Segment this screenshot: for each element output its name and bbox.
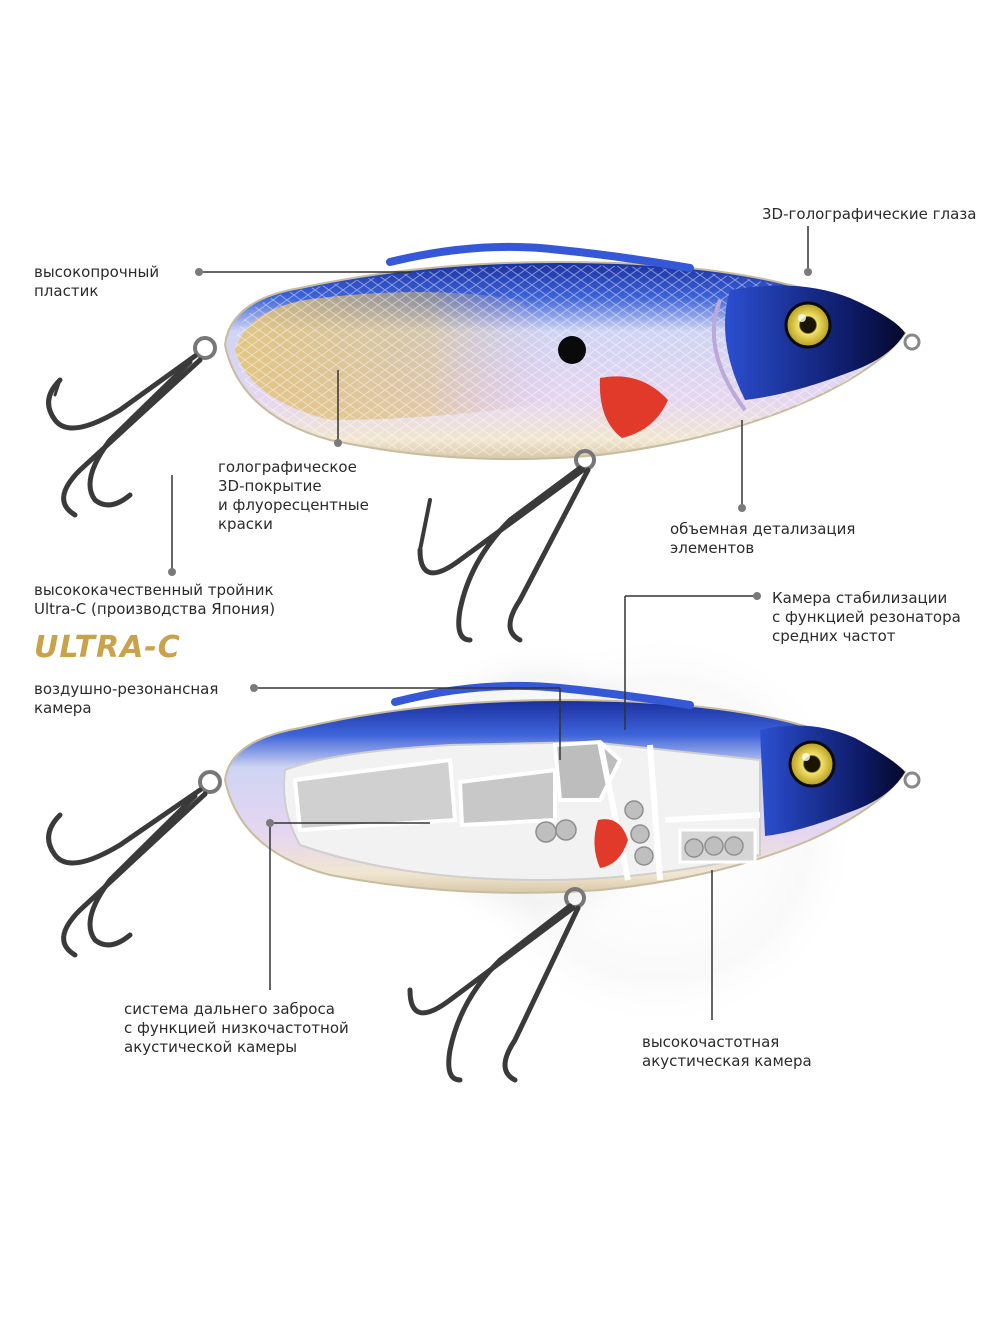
label-casting: система дальнего заброса с функцией низк… xyxy=(124,1000,349,1056)
label-plastic: высокопрочный пластик xyxy=(34,263,160,300)
top-lure-fin-icon xyxy=(599,376,668,438)
bottom-lure xyxy=(46,630,921,1083)
label-detail: объемная детализация элементов xyxy=(670,520,856,557)
label-coating: голографическое 3D-покрытие и флуоресцен… xyxy=(218,458,369,533)
bottom-lure-eye-icon xyxy=(788,740,836,788)
label-eyes: 3D-голографические глаза xyxy=(762,205,977,223)
belly-hook-top-icon xyxy=(417,449,596,643)
rattle-balls xyxy=(535,800,744,866)
top-lure xyxy=(46,242,921,643)
top-lure-eye-icon xyxy=(784,301,832,349)
belly-hook-bottom-icon xyxy=(407,887,586,1083)
label-hook: высококачественный тройник Ultra-C (прои… xyxy=(34,581,276,618)
ultra-c-logo: ULTRA-C xyxy=(34,630,181,665)
rear-hook-top-icon xyxy=(46,336,217,518)
leader-lines xyxy=(168,226,812,1020)
label-stab-chamber: Камера стабилизации с функцией резонатор… xyxy=(772,589,961,645)
top-lure-spot xyxy=(558,336,586,364)
label-hf-chamber: высокочастотная акустическая камера xyxy=(642,1033,812,1070)
rear-hook-bottom-icon xyxy=(46,770,222,958)
label-air-chamber: воздушно-резонансная камера xyxy=(34,680,219,717)
